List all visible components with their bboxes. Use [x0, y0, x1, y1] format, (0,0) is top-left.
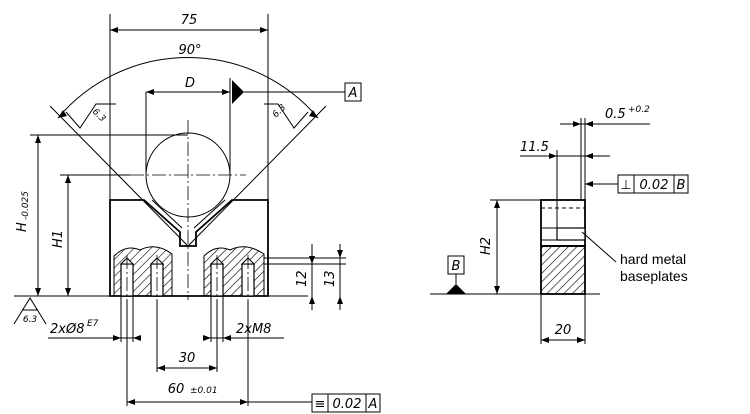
dim-h-label: H: [15, 222, 30, 232]
svg-text:6.3: 6.3: [271, 103, 288, 120]
symmetry-value: 0.02: [333, 397, 362, 412]
dim-20-label: 20: [555, 323, 572, 338]
datum-b-triangle: [446, 284, 466, 294]
datum-b-label: B: [452, 259, 461, 274]
symmetry-datum: A: [368, 397, 378, 412]
datum-a-label: A: [348, 86, 358, 101]
perp-symbol: ⊥: [620, 178, 631, 193]
svg-text:6.3: 6.3: [23, 315, 38, 325]
datum-a-box: [344, 82, 362, 102]
dim-60-tol: ±0.01: [190, 386, 218, 396]
note-line-2: baseplates: [620, 268, 688, 284]
side-view: 0.5 +0.2 11.5 ⊥ 0.02 B H2 B 20: [430, 105, 689, 344]
dim-30-label: 30: [179, 351, 196, 366]
datum-a-triangle: [232, 80, 244, 104]
symmetry-symbol: ≡: [315, 397, 326, 412]
side-body-hatched: [540, 245, 586, 295]
dim-60-label: 60: [168, 382, 185, 397]
roughness-right-symbol: 6.3: [264, 103, 309, 129]
hard-metal-baseplate: [556, 227, 586, 241]
dim-d-label: D: [185, 76, 195, 91]
dim-75-label: 75: [181, 13, 198, 28]
note-line-1: hard metal: [620, 251, 686, 267]
dim-h2-label: H2: [479, 237, 494, 255]
symmetry-frame: [311, 393, 381, 413]
dim-slot-tol: +0.2: [628, 105, 650, 115]
perp-datum: B: [677, 178, 686, 193]
hole-fit: E7: [87, 319, 99, 329]
dim-12-label: 12: [295, 270, 310, 287]
hole-callout: 2xØ8: [50, 322, 84, 337]
roughness-left-symbol: 6.3: [65, 103, 116, 129]
dim-13-label: 13: [323, 270, 338, 287]
dim-slot-label: 0.5: [605, 107, 626, 122]
thread-callout: 2xM8: [236, 322, 271, 337]
datum-b-box: [447, 255, 465, 275]
perp-value: 0.02: [640, 178, 669, 193]
perpendicularity-frame: [617, 174, 689, 194]
dim-h-tol: -0.025: [21, 191, 31, 220]
dim-90-label: 90°: [178, 43, 201, 58]
dim-11-5-label: 11.5: [520, 140, 549, 155]
dim-h1-label: H1: [51, 230, 66, 248]
front-view: 75 90° D A 6.3 6.3 H -0.025: [13, 13, 381, 413]
roughness-base-symbol: 6.3: [13, 297, 47, 325]
